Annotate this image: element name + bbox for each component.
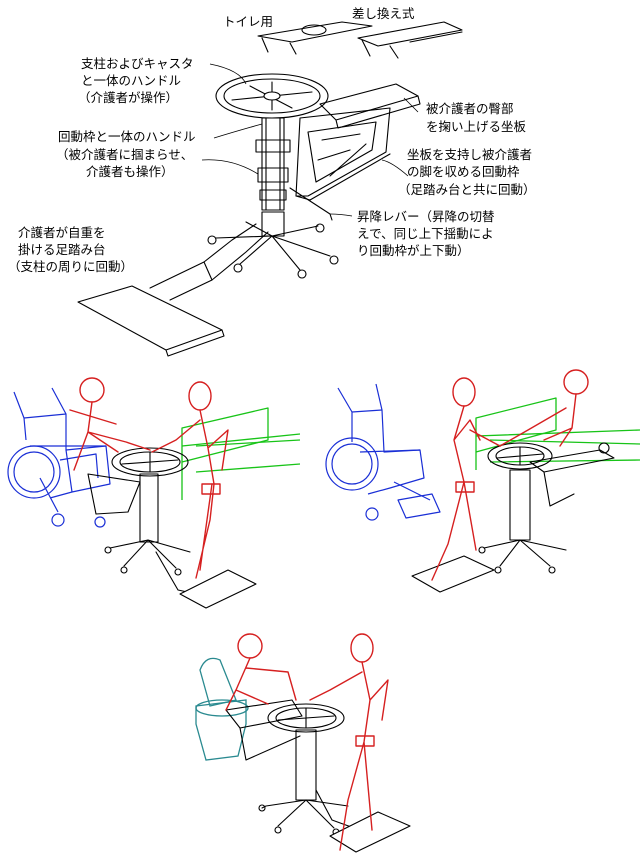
scene-wheelchair <box>8 378 300 608</box>
label-handle-line2: と一体のハンドル <box>81 72 181 89</box>
label-rotframe-line2: （被介護者に掴まらせ、 <box>56 146 193 163</box>
label-rotframe-line1: 回動枠と一体のハンドル <box>58 128 196 145</box>
toilet-seat-insert <box>258 22 372 54</box>
label-handle-line1: 支柱およびキャスタ <box>81 55 194 72</box>
label-lever-line3: り回動枠が上下動） <box>357 242 470 259</box>
label-lever-line1: 昇降レバー（昇降の切替 <box>357 208 495 225</box>
label-support-line3: （足踏み台と共に回動） <box>398 181 536 198</box>
label-support-line2: の脚を収める回動枠 <box>407 163 520 180</box>
swap-seat-insert <box>358 22 462 58</box>
label-seat-line2: を掬い上げる坐板 <box>426 118 526 135</box>
label-toilet: トイレ用 <box>223 13 273 30</box>
scene-bed <box>326 370 640 592</box>
label-support-line1: 坐板を支持し被介護者 <box>407 146 532 163</box>
scene-toilet <box>196 634 410 852</box>
label-lever-line2: えで、同じ上下揺動によ <box>357 225 494 242</box>
label-swap: 差し換え式 <box>352 5 415 22</box>
label-step-line3: （支柱の周りに回動） <box>8 258 133 275</box>
label-seat-line1: 被介護者の臀部 <box>426 100 514 117</box>
label-handle-line3: （介護者が操作） <box>78 89 178 106</box>
label-rotframe-line3: 介護者も操作） <box>86 163 174 180</box>
label-step-line1: 介護者が自重を <box>18 224 106 241</box>
label-step-line2: 掛ける足踏み台 <box>18 241 106 258</box>
